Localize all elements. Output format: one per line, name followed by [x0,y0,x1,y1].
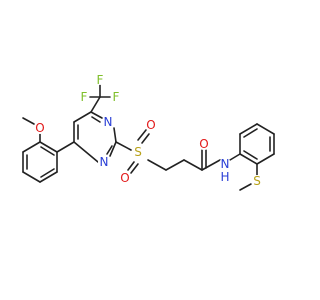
bond [239,183,252,191]
bond [22,141,41,153]
bond [130,163,139,174]
molecule-canvas: O F F F N N S O O O N H S [0,0,300,300]
bond [243,128,258,138]
bond [201,159,221,171]
bond [40,146,55,156]
bond [137,129,147,141]
label-bg [98,156,110,168]
bond [239,153,258,165]
bond [115,141,132,151]
bond [127,161,135,171]
label-bg [34,122,46,134]
label-bg [132,146,144,158]
fluorine-label-right: F [113,90,120,104]
bond [109,141,117,157]
fluorine-label-top: F [97,73,104,87]
bond [141,133,150,144]
bond [147,159,167,171]
amide-oxygen-label: O [199,137,208,151]
bond [39,171,58,183]
pyrimidine-nitrogen-upper-label: N [104,115,113,129]
sulfonyl-oxygen-lower-label: O [120,171,129,185]
bond [91,116,101,123]
background [0,0,300,300]
bond [22,171,41,183]
amide-hydrogen-label: H [220,170,229,184]
bond [40,168,55,178]
bond [73,111,92,123]
label-bg [145,119,157,131]
bond [256,123,275,135]
bond [39,141,58,153]
sulfonyl-sulfur-label: S [134,145,142,159]
bond [113,127,117,143]
label-bg [95,75,105,85]
bond [183,159,203,171]
label-bg [102,116,114,128]
molecule-structure: O F F F N N S O O O N H S [0,0,300,300]
atom-labels: O F F F N N S O O O N H S [34,73,263,188]
bonds [22,83,275,191]
label-bg [198,138,210,150]
methoxy-oxygen-label: O [35,121,44,135]
bond [73,141,99,163]
pyrimidine-nitrogen-lower-label: N [100,155,109,169]
label-bg [79,92,89,102]
amide-nitrogen-label: N [221,157,230,171]
sulfonyl-oxygen-upper-label: O [146,118,155,132]
bond [106,145,113,155]
label-bg [119,172,131,184]
bond [243,150,258,160]
label-bg [111,92,121,102]
bond [56,141,75,153]
bond [165,159,185,171]
bond [22,117,35,125]
label-bg [219,158,231,170]
bond [90,96,101,113]
fluorine-label-left: F [81,90,88,104]
bond [90,111,103,119]
bond [239,123,258,135]
label-bg [251,175,263,187]
thioether-sulfur-label: S [253,174,261,188]
bond [256,153,275,165]
bond [229,153,241,161]
